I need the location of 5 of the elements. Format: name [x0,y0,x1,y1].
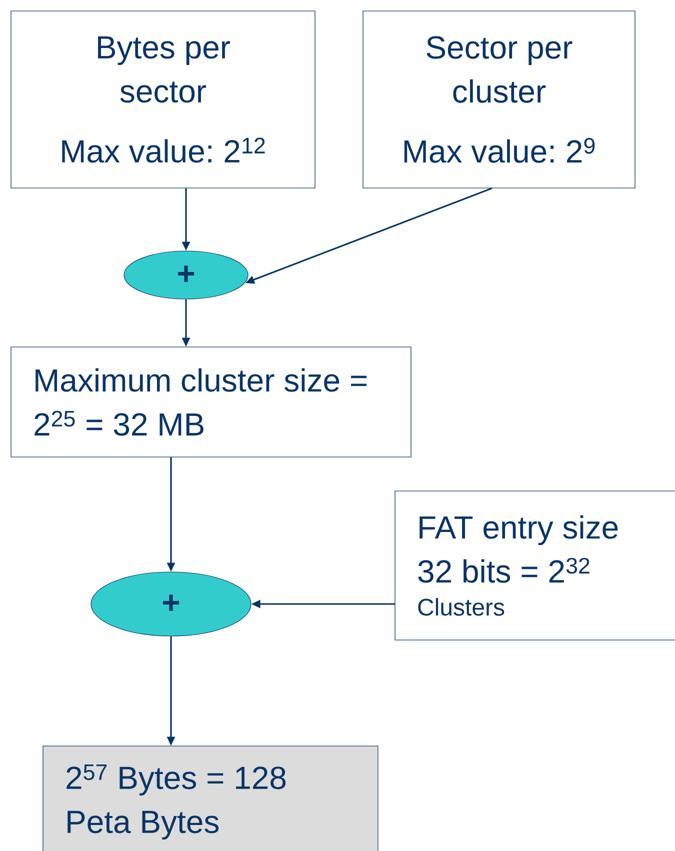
text-box: Sector per cluster Max value: 2$^{9}$ [362,10,636,188]
text-box: Bytes per sector Max value: 2$^{12}$ [10,10,316,188]
text-box: FAT entry size 32 bits = 2$^{32}$ Clusters [394,490,675,640]
text-box: Maximum cluster size = 2$^{25}$ = 32 MB [10,346,412,458]
text-box: 2$^{57}$ Bytes = 128 Peta Bytes [42,746,378,851]
